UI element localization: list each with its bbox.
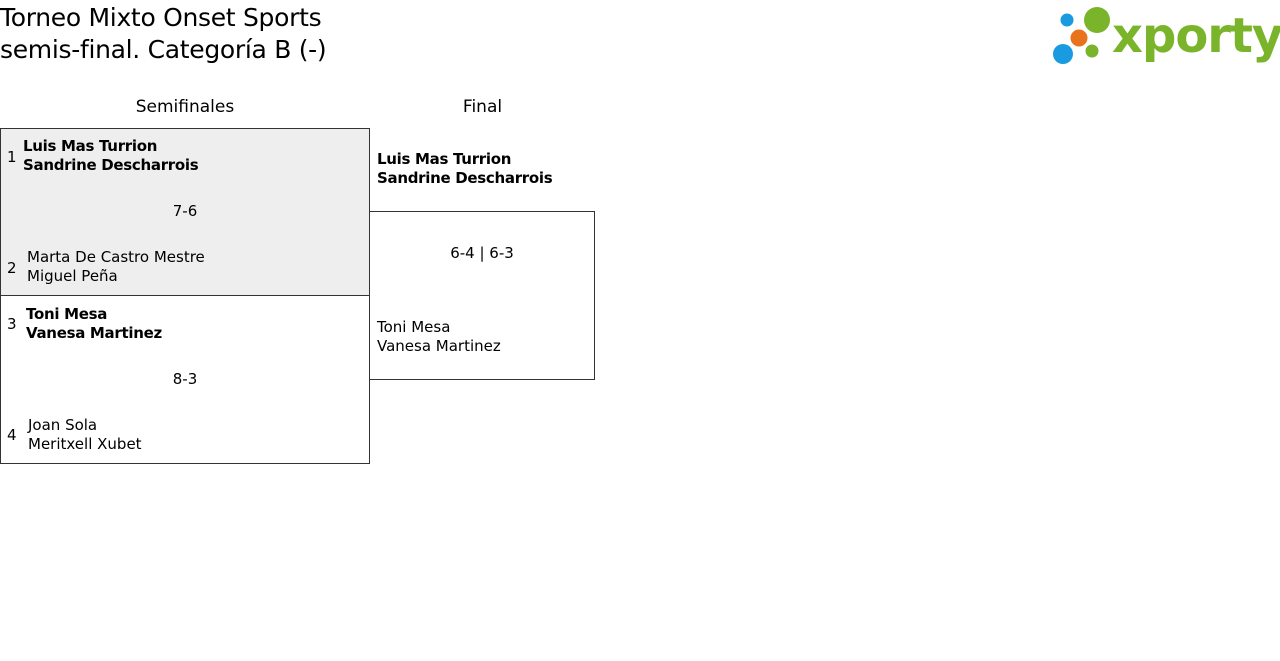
seed-number: 2 bbox=[7, 259, 17, 277]
player-name: Luis Mas Turrion bbox=[23, 137, 158, 155]
round-label-semifinals: Semifinales bbox=[135, 97, 235, 117]
player-name: Toni Mesa bbox=[26, 305, 108, 323]
match-score: 8-3 bbox=[172, 370, 198, 388]
player-name: Vanesa Martinez bbox=[377, 337, 501, 355]
match-score: 7-6 bbox=[172, 202, 198, 220]
round-label-final: Final bbox=[462, 97, 503, 117]
semifinal-match-1[interactable]: 1 Luis Mas Turrion Sandrine Descharrois … bbox=[0, 128, 370, 296]
player-name: Joan Sola bbox=[28, 416, 98, 434]
xporty-logo[interactable]: xporty bbox=[1050, 4, 1280, 68]
logo-wordmark: xporty bbox=[1112, 8, 1280, 64]
final-runner-up: Toni Mesa Vanesa Martinez bbox=[377, 318, 501, 356]
player-name: Toni Mesa bbox=[377, 318, 451, 336]
page-title: Torneo Mixto Onset Sports semis-final. C… bbox=[0, 2, 327, 66]
final-score: 6-4 | 6-3 bbox=[450, 244, 514, 262]
player-name: Meritxell Xubet bbox=[28, 435, 142, 453]
player-name: Sandrine Descharrois bbox=[377, 169, 553, 187]
tournament-name: Torneo Mixto Onset Sports bbox=[0, 3, 322, 32]
team-loser: Marta De Castro Mestre Miguel Peña bbox=[27, 248, 205, 286]
tournament-subtitle: semis-final. Categoría B (-) bbox=[0, 35, 327, 64]
team-loser: Joan Sola Meritxell Xubet bbox=[28, 416, 142, 454]
seed-number: 3 bbox=[7, 315, 17, 333]
final-match[interactable]: 6-4 | 6-3 Toni Mesa Vanesa Martinez bbox=[369, 211, 595, 380]
team-winner: Toni Mesa Vanesa Martinez bbox=[26, 305, 162, 343]
semifinal-match-2[interactable]: 3 Toni Mesa Vanesa Martinez 8-3 4 Joan S… bbox=[0, 295, 370, 464]
final-champion: Luis Mas Turrion Sandrine Descharrois bbox=[377, 150, 553, 188]
seed-number: 1 bbox=[7, 148, 17, 166]
logo-dots-icon bbox=[1053, 7, 1110, 64]
seed-number: 4 bbox=[7, 426, 17, 444]
player-name: Miguel Peña bbox=[27, 267, 118, 285]
player-name: Luis Mas Turrion bbox=[377, 150, 512, 168]
player-name: Sandrine Descharrois bbox=[23, 156, 199, 174]
team-winner: Luis Mas Turrion Sandrine Descharrois bbox=[23, 137, 199, 175]
player-name: Marta De Castro Mestre bbox=[27, 248, 205, 266]
player-name: Vanesa Martinez bbox=[26, 324, 162, 342]
